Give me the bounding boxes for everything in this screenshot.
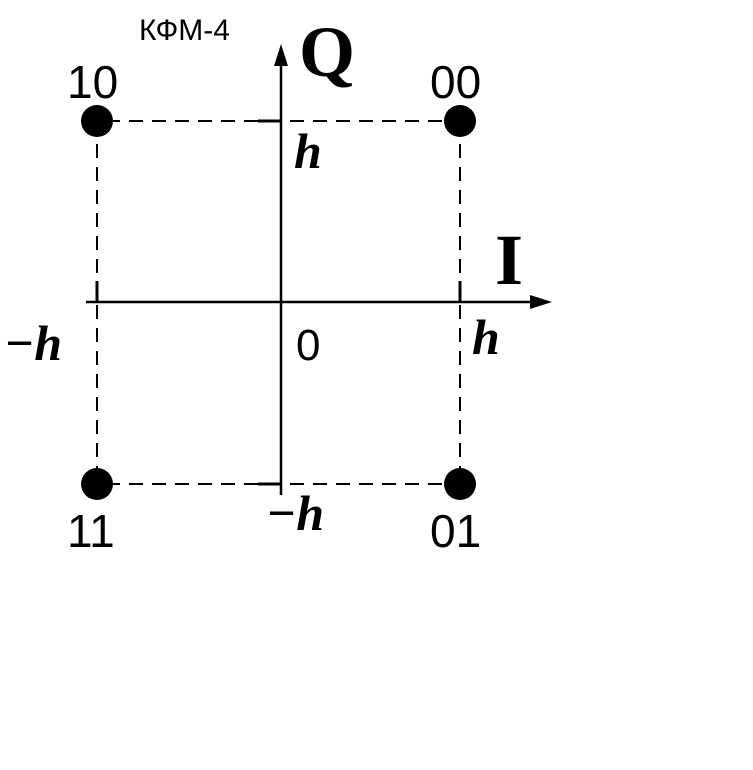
tick-label-q-pos: h — [294, 123, 322, 179]
i-axis-label: I — [495, 220, 523, 300]
tick-marks — [95, 119, 462, 486]
constellation-points — [81, 105, 476, 500]
tick-label-i-pos: h — [472, 309, 500, 365]
point-label-11: 11 — [67, 505, 115, 557]
point-01 — [444, 468, 476, 500]
point-00 — [444, 105, 476, 137]
point-11 — [81, 468, 113, 500]
i-axis-arrowhead — [530, 295, 552, 309]
diagram-title: КФМ-4 — [139, 14, 230, 47]
origin-label: 0 — [296, 321, 320, 370]
point-label-01: 01 — [430, 505, 481, 557]
point-label-10: 10 — [67, 56, 118, 108]
tick-label-i-neg: −h — [4, 315, 62, 371]
q-axis-arrowhead — [274, 44, 288, 66]
q-axis-label: Q — [299, 12, 355, 92]
point-10 — [81, 105, 113, 137]
tick-label-q-neg: −h — [266, 485, 324, 541]
point-label-00: 00 — [430, 56, 481, 108]
